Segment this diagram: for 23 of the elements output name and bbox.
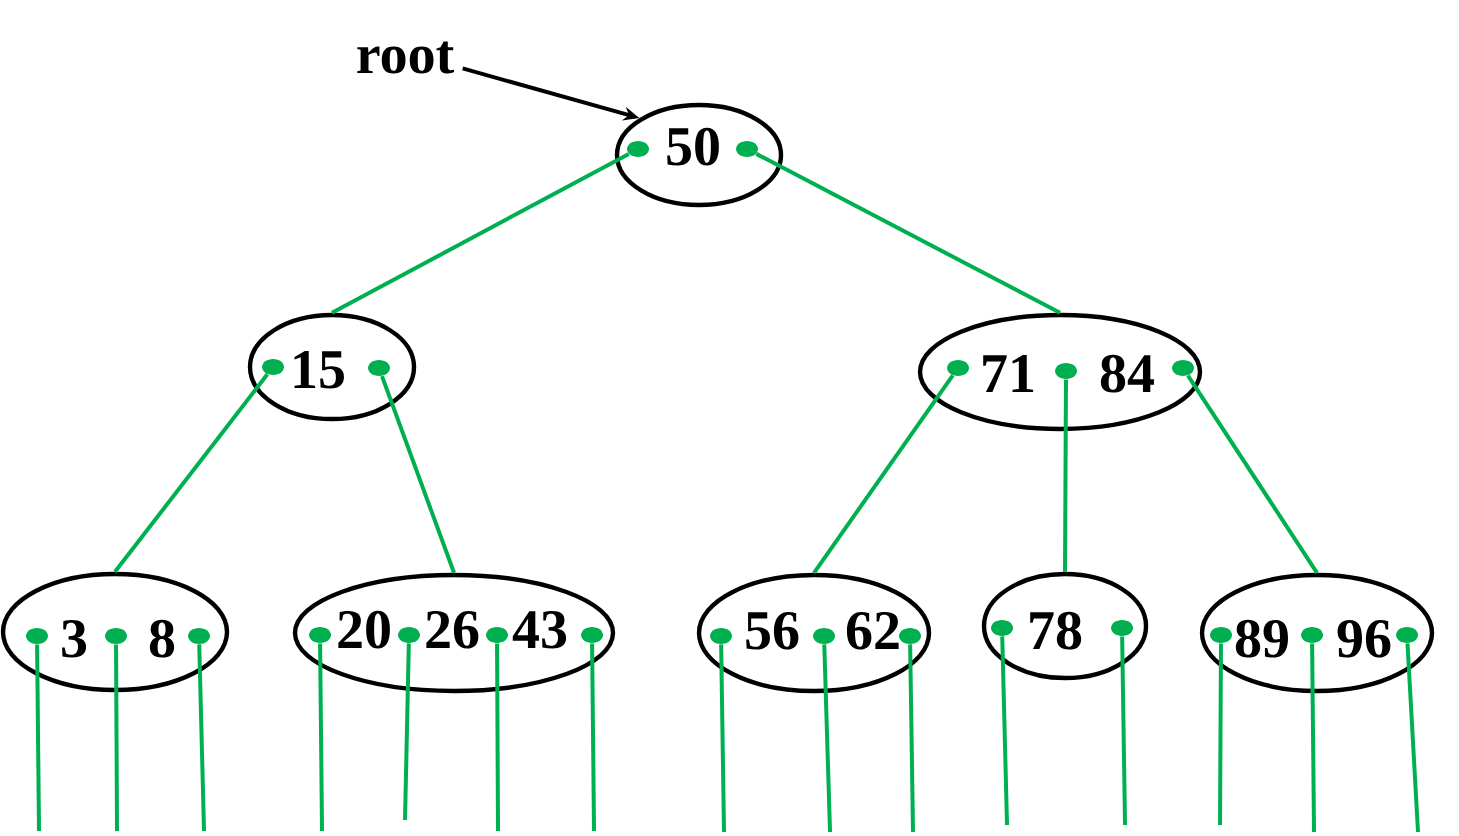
pointer-dot	[368, 360, 390, 376]
pointer-dot	[309, 627, 331, 643]
pointer-dot	[581, 627, 603, 643]
pointer-dot	[262, 359, 284, 375]
pointer-dot	[1301, 627, 1323, 643]
pointer-dot	[1172, 360, 1194, 376]
pointer-dot	[105, 628, 127, 644]
pointer-dot	[627, 141, 649, 157]
pointer-dot	[1055, 363, 1077, 379]
pointer-dot	[1396, 627, 1418, 643]
pointer-dot	[899, 628, 921, 644]
pointer-dot	[1111, 620, 1133, 636]
pointer-dot	[991, 620, 1013, 636]
pointer-dot	[398, 627, 420, 643]
pointer-dot	[736, 141, 758, 157]
pointer-dot	[486, 627, 508, 643]
pointer-dot	[813, 628, 835, 644]
text-label: root	[357, 41, 455, 74]
pointer-dot	[1210, 627, 1232, 643]
pointer-dot	[710, 628, 732, 644]
pointer-dot	[26, 628, 48, 644]
pointer-dot	[947, 360, 969, 376]
pointer-dot	[188, 628, 210, 644]
